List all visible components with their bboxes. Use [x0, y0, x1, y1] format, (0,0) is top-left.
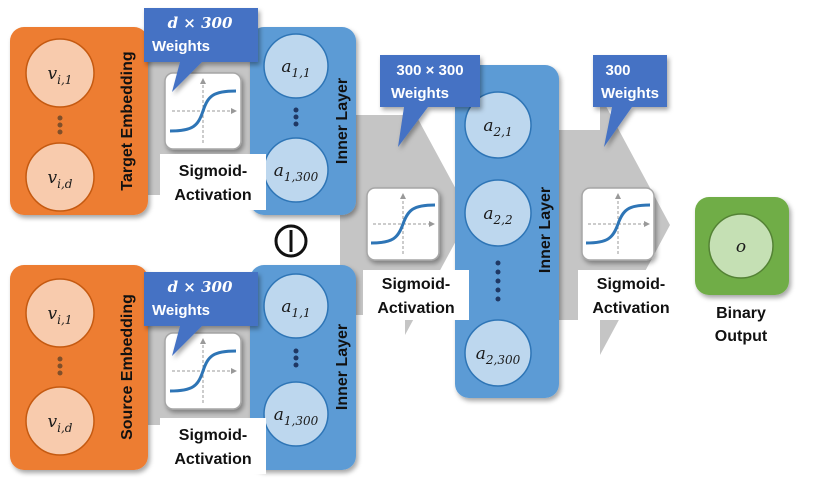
inner-mid-node-2: [464, 179, 532, 247]
source-node-bottom-label: vi,d: [48, 412, 73, 435]
sigmoid-curve: [169, 349, 237, 393]
inner-layer-source: Inner Layer a1,1 a1,300: [250, 265, 356, 470]
weights-out-label: Weights: [601, 85, 659, 102]
inner-source-node-bottom-label: a1,300: [274, 405, 319, 428]
inner-mid-dot: [495, 287, 501, 293]
target-node-top-label: vi,1: [48, 64, 73, 87]
inner-mid-dot: [495, 269, 501, 275]
sigmoid-curve: [585, 203, 651, 245]
target-dot: [57, 129, 63, 135]
sigmoid-label-source-line1: Sigmoid-: [179, 427, 247, 444]
weights-mid-label: Weights: [391, 85, 449, 102]
sigmoid-label-target-line2: Activation: [174, 187, 251, 204]
sigmoid-box-source: [164, 332, 242, 410]
source-embedding-title: Source Embedding: [119, 294, 136, 440]
concat-operator: [274, 224, 308, 258]
sigmoid-label-target-line1: Sigmoid-: [179, 163, 247, 180]
target-embedding-title: Target Embedding: [119, 51, 136, 190]
weights-source-dims: d × 300: [168, 278, 233, 296]
sigmoid-curve: [370, 203, 436, 245]
target-node-top: [25, 38, 95, 108]
target-dot: [57, 122, 63, 128]
source-node-top-label: vi,1: [48, 304, 73, 327]
binary-output: o Binary Output: [695, 197, 789, 345]
weights-callout-target: d × 300 Weights: [144, 8, 258, 92]
source-dot: [57, 363, 63, 369]
weights-callout-out: 300 Weights: [593, 55, 667, 147]
inner-target-dot: [293, 114, 299, 120]
inner-mid-node-3-label: a2,300: [476, 344, 521, 367]
sigmoid-label-source-line2: Activation: [174, 451, 251, 468]
inner-mid-dot: [495, 296, 501, 302]
inner-target-node-top-label: a1,1: [281, 57, 310, 80]
target-node-bottom-label: vi,d: [48, 168, 73, 191]
inner-target-node-bottom-label: a1,300: [274, 161, 319, 184]
source-node-top: [25, 278, 95, 348]
inner-target-node-top: [263, 33, 329, 99]
inner-layer-source-title: Inner Layer: [334, 324, 351, 410]
inner-source-node-bottom: [263, 381, 329, 447]
weights-mid-dims: 300 × 300: [396, 62, 463, 79]
output-node: [708, 213, 774, 279]
source-node-bottom: [25, 386, 95, 456]
inner-source-dot: [293, 362, 299, 368]
inner-source-node-top: [263, 273, 329, 339]
inner-mid-dot: [495, 260, 501, 266]
sigmoid-label-mid-line1: Sigmoid-: [382, 276, 450, 293]
inner-source-dot: [293, 348, 299, 354]
weights-target-label: Weights: [152, 38, 210, 55]
inner-mid-node-1-label: a2,1: [483, 116, 512, 139]
sigmoid-label-target: Sigmoid- Activation: [160, 154, 266, 210]
target-dot: [57, 115, 63, 121]
sigmoid-box-target: [164, 72, 242, 150]
inner-source-dot: [293, 355, 299, 361]
output-node-label: o: [736, 237, 746, 257]
source-dot: [57, 370, 63, 376]
target-node-bottom: [25, 142, 95, 212]
sigmoid-box-out: [581, 187, 655, 261]
weights-target-dims: d × 300: [168, 14, 233, 32]
target-embedding-panel: Target Embedding vi,1 vi,d: [10, 27, 148, 215]
sigmoid-label-out-line2: Activation: [592, 300, 669, 317]
inner-target-dot: [293, 107, 299, 113]
weights-callout-mid: 300 × 300 Weights: [380, 55, 480, 147]
output-label-line2: Output: [715, 328, 768, 345]
sigmoid-label-mid-line2: Activation: [377, 300, 454, 317]
output-label-line1: Binary: [716, 305, 766, 322]
inner-layer-mid: Inner Layer a2,1 a2,2 a2,300: [455, 65, 559, 398]
inner-layer-target-title: Inner Layer: [334, 78, 351, 164]
sigmoid-label-out: Sigmoid- Activation: [578, 270, 684, 320]
inner-source-node-top-label: a1,1: [281, 297, 310, 320]
source-dot: [57, 356, 63, 362]
sigmoid-curve: [169, 89, 237, 133]
sigmoid-box-mid: [366, 187, 440, 261]
inner-mid-node-3: [464, 319, 532, 387]
sigmoid-label-out-line1: Sigmoid-: [597, 276, 665, 293]
inner-mid-node-1: [464, 91, 532, 159]
weights-callout-source: d × 300 Weights: [144, 272, 258, 356]
sigmoid-label-mid: Sigmoid- Activation: [363, 270, 469, 320]
inner-target-dot: [293, 121, 299, 127]
inner-layer-target: Inner Layer a1,1 a1,300: [250, 27, 356, 215]
inner-mid-dot: [495, 278, 501, 284]
sigmoid-label-source: Sigmoid- Activation: [160, 418, 266, 474]
weights-out-dims: 300: [605, 62, 630, 79]
inner-mid-node-2-label: a2,2: [483, 204, 512, 227]
inner-layer-mid-title: Inner Layer: [537, 187, 554, 273]
weights-source-label: Weights: [152, 302, 210, 319]
source-embedding-panel: Source Embedding vi,1 vi,d: [10, 265, 148, 470]
